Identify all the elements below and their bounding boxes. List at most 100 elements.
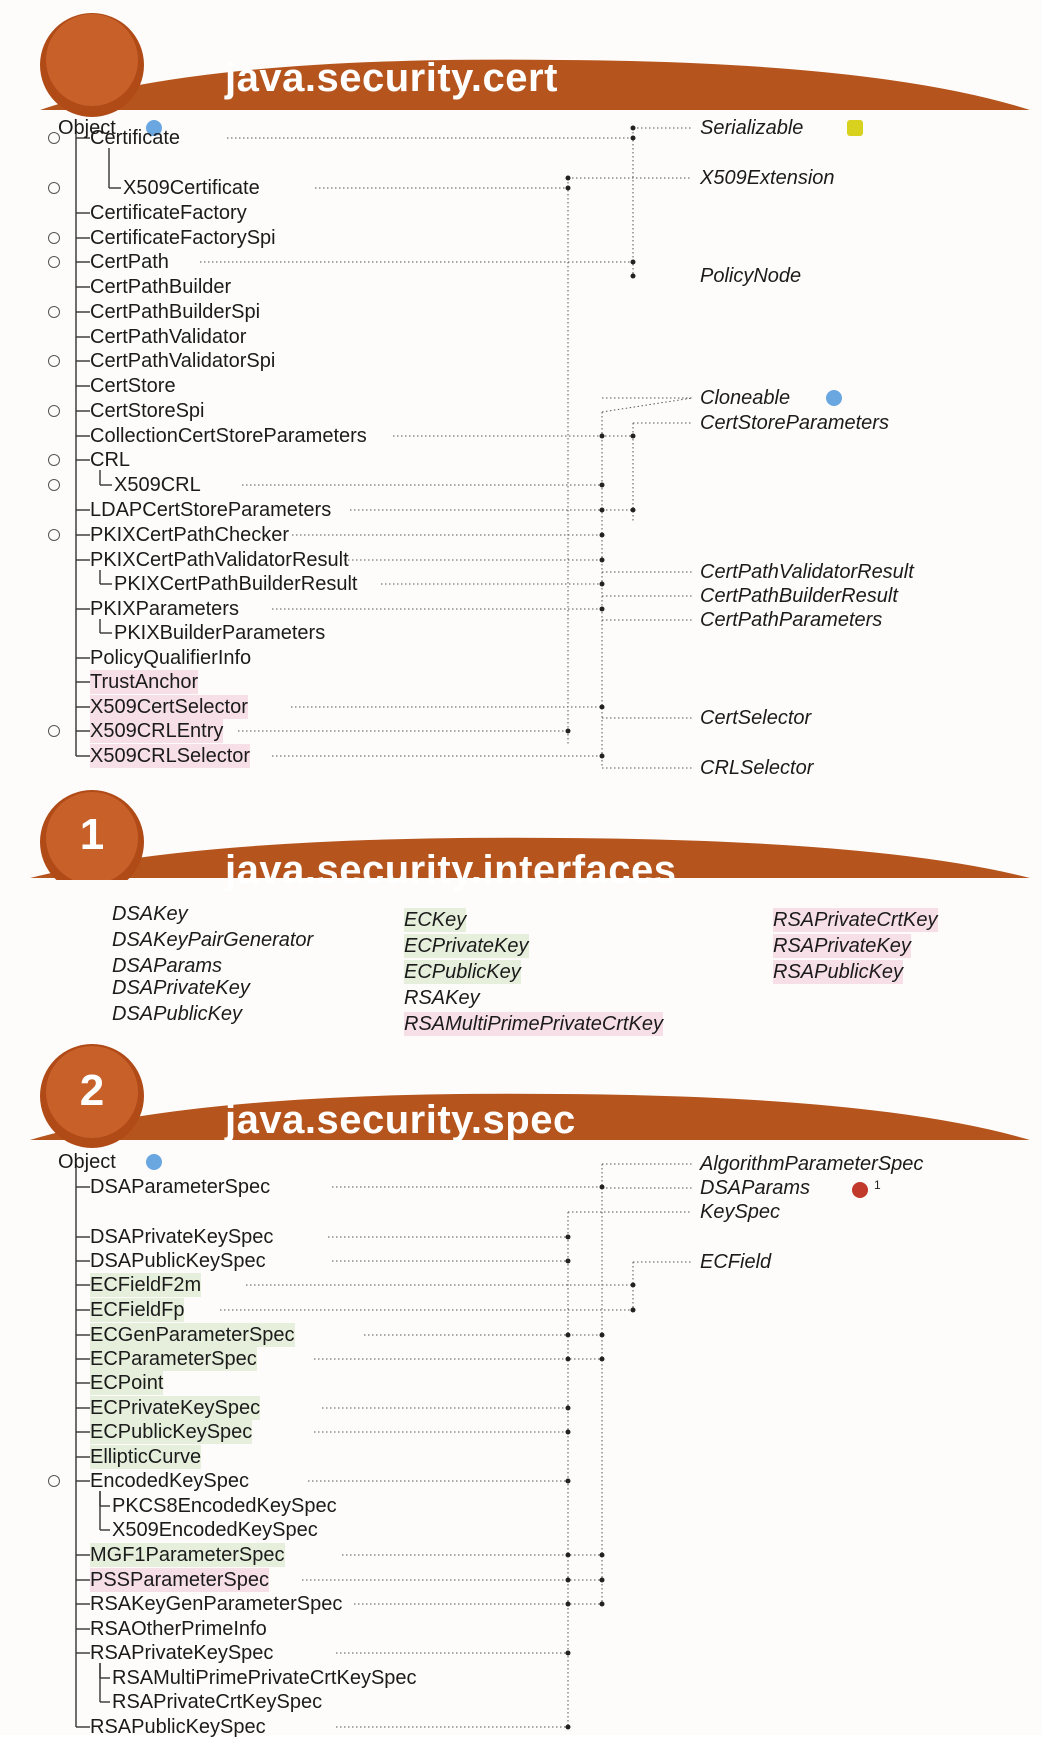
junction-dot <box>599 606 605 612</box>
junction-dot <box>565 1552 571 1558</box>
junction-dot <box>599 1356 605 1362</box>
abstract-marker <box>48 479 60 491</box>
cert-class: X509CRLEntry <box>90 719 224 743</box>
cert-class: CertStore <box>90 375 176 397</box>
cert-class: CollectionCertStoreParameters <box>90 425 367 447</box>
junction-dot <box>630 507 636 513</box>
cert-class: PolicyQualifierInfo <box>90 647 252 669</box>
spec-class: RSAKeyGenParameterSpec <box>90 1593 343 1615</box>
cert-interface: CRLSelector <box>700 757 814 779</box>
abstract-marker <box>48 182 60 194</box>
junction-dot <box>599 704 605 710</box>
cert-class: PKIXCertPathValidatorResult <box>90 549 349 571</box>
junction-dot <box>630 273 636 279</box>
spec-class: PSSParameterSpec <box>90 1568 269 1592</box>
spec-class: ECParameterSpec <box>90 1347 257 1371</box>
spec-class: X509EncodedKeySpec <box>112 1519 318 1541</box>
junction-dot <box>630 259 636 265</box>
interface-item: DSAKeyPairGenerator <box>112 929 314 951</box>
cert-class: X509CRLSelector <box>90 744 251 768</box>
spec-class: ECFieldFp <box>90 1298 185 1322</box>
interface-item: DSAParams <box>112 955 223 977</box>
cert-root-object: Object <box>58 117 116 139</box>
footnote-mark: 1 <box>874 1178 881 1192</box>
junction-dot <box>599 1601 605 1607</box>
abstract-marker <box>48 529 60 541</box>
spec-interface: AlgorithmParameterSpec <box>700 1153 924 1175</box>
junction-dot <box>630 1282 636 1288</box>
abstract-marker <box>48 132 60 144</box>
spec-class: MGF1ParameterSpec <box>90 1543 285 1567</box>
abstract-marker <box>48 306 60 318</box>
junction-dot <box>565 1405 571 1411</box>
spec-interface: DSAParams <box>700 1177 811 1199</box>
abstract-marker <box>48 355 60 367</box>
junction-dot <box>599 532 605 538</box>
cert-interface: Cloneable <box>700 387 791 409</box>
cert-class: X509CRL <box>114 474 201 496</box>
cert-interface: X509Extension <box>700 167 835 189</box>
abstract-marker <box>48 405 60 417</box>
spec-class: RSAPublicKeySpec <box>90 1716 266 1738</box>
junction-dot <box>599 1332 605 1338</box>
serializable-icon <box>847 120 863 136</box>
junction-dot <box>599 1577 605 1583</box>
cert-class: LDAPCertStoreParameters <box>90 499 332 521</box>
spec-class: ECPublicKeySpec <box>90 1420 253 1444</box>
abstract-marker <box>48 256 60 268</box>
interface-item: DSAPrivateKey <box>112 977 250 999</box>
spec-class: ECGenParameterSpec <box>90 1323 295 1347</box>
cert-class: X509CertSelector <box>90 695 248 719</box>
cert-class: CertPathBuilder <box>90 276 232 298</box>
junction-dot <box>565 1601 571 1607</box>
footnote-icon <box>852 1182 868 1198</box>
abstract-marker <box>48 454 60 466</box>
section-badge: 2 <box>79 1066 105 1115</box>
section-title: java.security.cert <box>225 56 558 100</box>
junction-dot <box>599 433 605 439</box>
spec-interface: ECField <box>700 1251 772 1273</box>
cert-class: PKIXParameters <box>90 598 239 620</box>
junction-dot <box>599 1552 605 1558</box>
banner-shape <box>40 13 1030 117</box>
cert-class: Certificate <box>90 127 181 149</box>
junction-dot <box>565 1258 571 1264</box>
junction-dot <box>565 1650 571 1656</box>
cert-interface: PolicyNode <box>700 265 802 287</box>
abstract-marker <box>48 1475 60 1487</box>
interface-item: DSAKey <box>112 903 188 925</box>
cert-class: CertPath <box>90 251 169 273</box>
spec-class: RSAOtherPrimeInfo <box>90 1618 267 1640</box>
section-title: java.security.interfaces <box>225 848 677 892</box>
interface-item: RSAPublicKey <box>773 960 904 984</box>
spec-interface: KeySpec <box>700 1201 781 1223</box>
junction-dot <box>565 175 571 181</box>
junction-dot <box>565 1332 571 1338</box>
banner-shape <box>30 790 1030 880</box>
cert-interface: CertSelector <box>700 707 812 729</box>
interface-item: ECPublicKey <box>404 960 521 984</box>
spec-class: RSAPrivateCrtKeySpec <box>112 1691 323 1713</box>
spec-class: DSAParameterSpec <box>90 1176 271 1198</box>
junction-dot <box>565 728 571 734</box>
spec-class: EllipticCurve <box>90 1445 202 1469</box>
spec-class: DSAPublicKeySpec <box>90 1250 266 1272</box>
implements-connector <box>601 397 693 413</box>
cert-interface: CertPathParameters <box>700 609 883 631</box>
section-title: java.security.spec <box>225 1098 576 1142</box>
junction-dot <box>599 1184 605 1190</box>
spec-class: EncodedKeySpec <box>90 1470 250 1492</box>
spec-class: ECPrivateKeySpec <box>90 1396 261 1420</box>
cert-class: PKIXCertPathBuilderResult <box>114 573 358 595</box>
junction-dot <box>565 1577 571 1583</box>
cert-class: CertPathValidator <box>90 326 247 348</box>
interface-item: RSAPrivateKey <box>773 934 911 958</box>
junction-dot <box>630 1307 636 1313</box>
cert-class: CertStoreSpi <box>90 400 205 422</box>
junction-dot <box>630 135 636 141</box>
junction-dot <box>565 1234 571 1240</box>
interface-item: RSAKey <box>404 987 480 1009</box>
cert-class: CertificateFactory <box>90 202 247 224</box>
